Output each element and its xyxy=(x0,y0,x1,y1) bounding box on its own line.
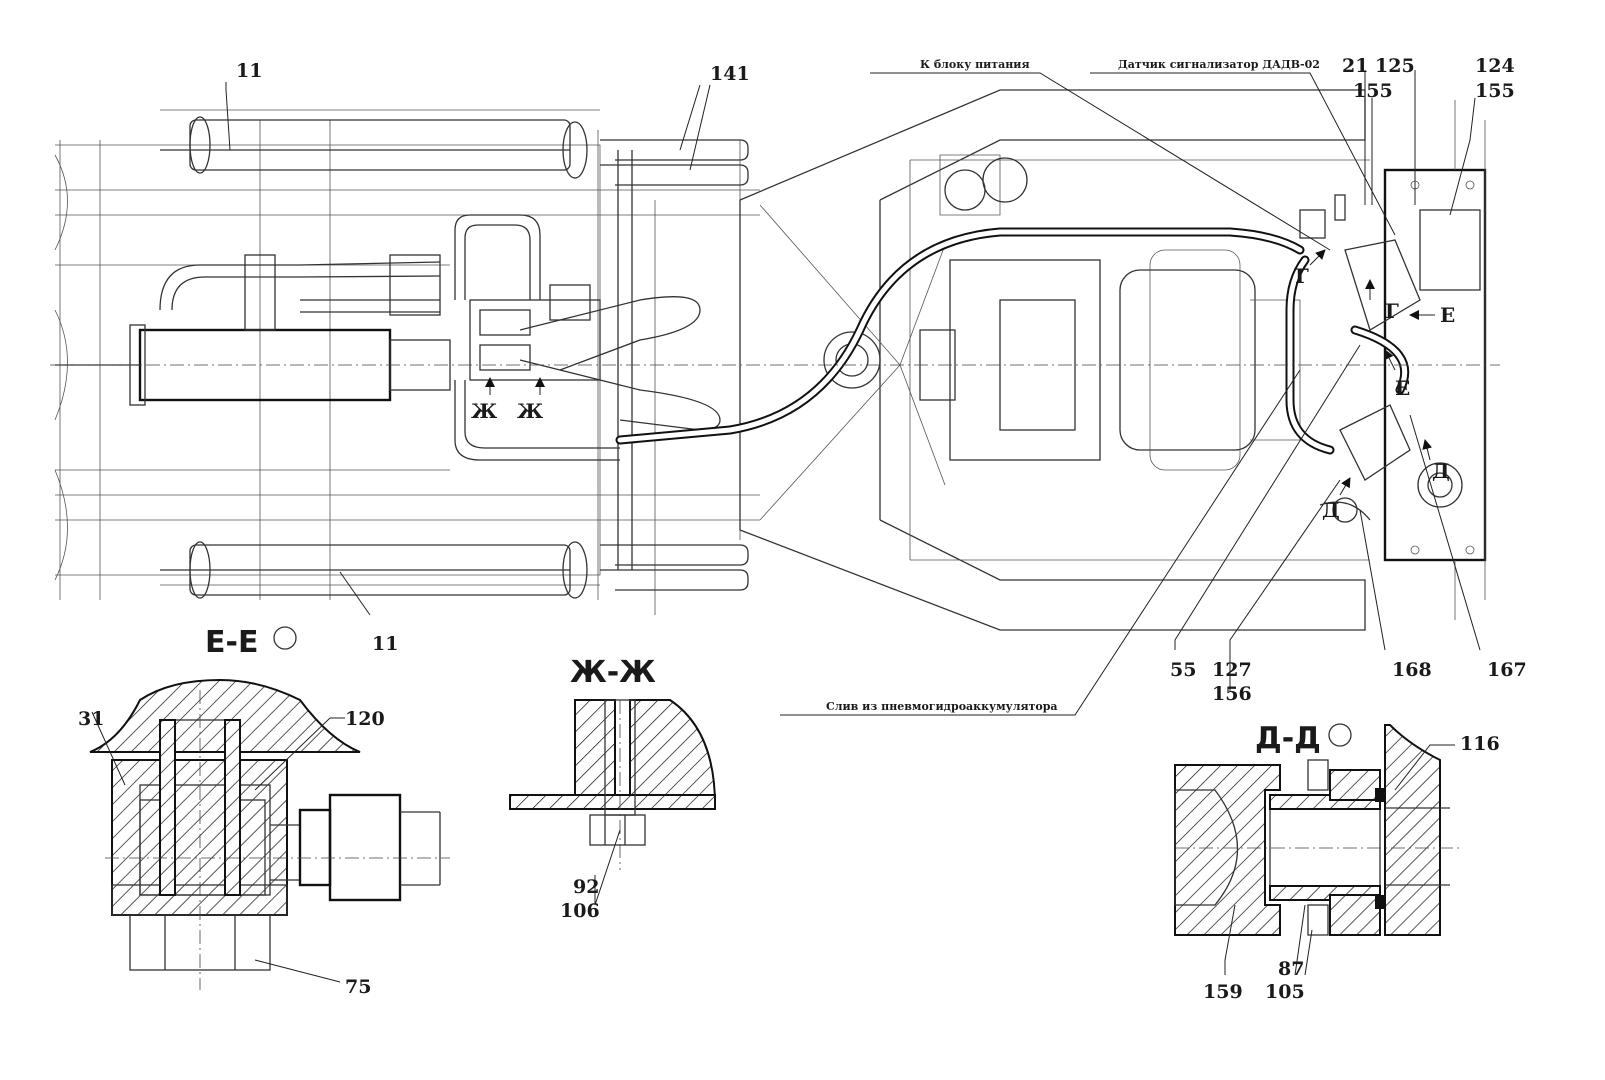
leader-lines xyxy=(225,70,1481,716)
label-part-167: 167 xyxy=(1487,659,1527,681)
label-part-159: 159 xyxy=(1203,981,1243,1003)
label-part-21: 21 xyxy=(1342,55,1368,77)
label-part-31: 31 xyxy=(78,708,104,730)
cut-mark-d-1: Д xyxy=(1432,459,1450,483)
cut-mark-d-2: Д xyxy=(1322,498,1340,522)
label-part-87: 87 xyxy=(1278,958,1304,980)
right-mounting-plate xyxy=(1319,100,1487,620)
label-part-55: 55 xyxy=(1170,659,1196,681)
label-part-155-right: 155 xyxy=(1475,80,1515,102)
label-part-155-left: 155 xyxy=(1353,80,1393,102)
label-part-141: 141 xyxy=(710,63,750,85)
pump-motor-unit xyxy=(919,249,1301,471)
section-d-d: Д-Д xyxy=(1174,721,1460,976)
hydraulic-cylinder-bottom xyxy=(160,541,588,599)
section-title-d-d: Д-Д xyxy=(1255,721,1321,756)
note-to-power-unit: К блоку питания xyxy=(920,58,1030,71)
label-part-127: 127 xyxy=(1212,659,1252,681)
cut-mark-e-1: Е xyxy=(1440,303,1455,327)
cut-mark-g-2: Г xyxy=(1385,299,1399,323)
cut-mark-g-1: Г xyxy=(1295,264,1309,288)
valve-block xyxy=(159,214,721,461)
label-part-124: 124 xyxy=(1475,55,1515,77)
label-part-106: 106 xyxy=(560,900,600,922)
cut-mark-zh-2: Ж xyxy=(517,399,544,423)
cut-mark-zh-1: Ж xyxy=(471,399,498,423)
part-labels: 11 141 21 125 124 155 155 11 55 127 156 … xyxy=(78,55,1527,1003)
label-part-92: 92 xyxy=(573,876,599,898)
label-part-168: 168 xyxy=(1392,659,1432,681)
pipes-141 xyxy=(600,139,749,591)
label-part-120: 120 xyxy=(345,708,385,730)
hydraulic-cylinder-top xyxy=(160,116,588,179)
plan-view xyxy=(50,89,1500,631)
note-accumulator-drain: Слив из пневмогидроаккумулятора xyxy=(826,700,1058,713)
label-part-105: 105 xyxy=(1265,981,1305,1003)
label-part-116: 116 xyxy=(1460,733,1500,755)
section-title-e-e: Е-Е xyxy=(205,625,258,660)
label-part-156: 156 xyxy=(1212,683,1252,705)
cut-marks: Ж Ж Г Г Е Е Д Д xyxy=(471,249,1455,522)
label-part-75: 75 xyxy=(345,976,371,998)
section-zh-zh: Ж-Ж xyxy=(509,655,717,906)
label-part-11-bottom: 11 xyxy=(372,633,398,655)
section-title-zh-zh: Ж-Ж xyxy=(570,655,656,690)
frame-construction-lines xyxy=(54,89,1370,631)
label-part-11-top: 11 xyxy=(236,60,262,82)
label-part-125: 125 xyxy=(1375,55,1415,77)
cut-mark-e-2: Е xyxy=(1395,376,1410,400)
section-e-e: Е-Е xyxy=(89,625,450,990)
note-pressure-sensor: Датчик сигнализатор ДАДВ-02 xyxy=(1118,58,1320,71)
main-hose xyxy=(615,194,1410,455)
